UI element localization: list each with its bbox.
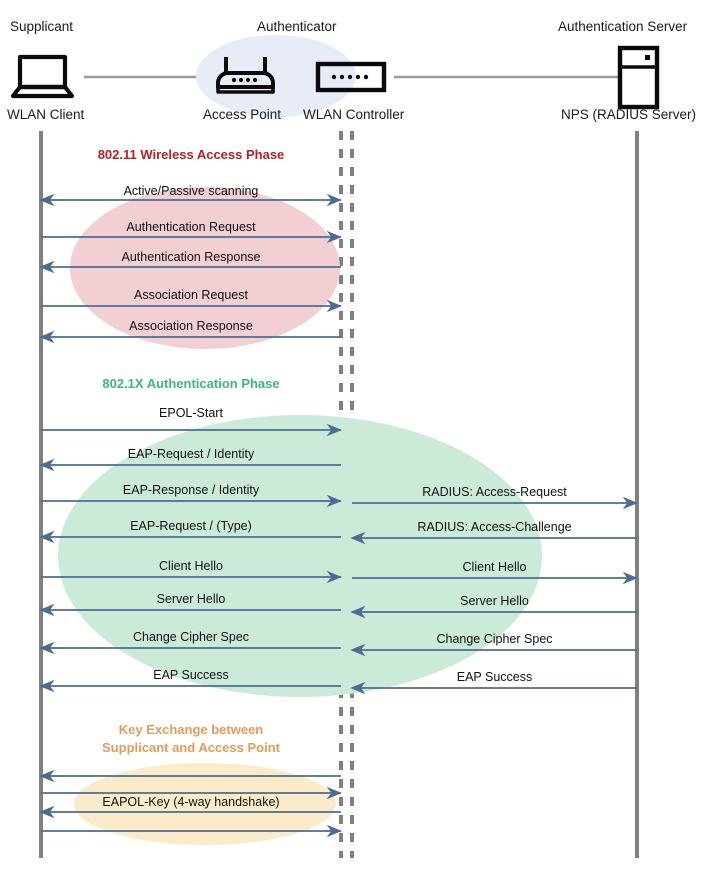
msg-change-cipher-spec-left: Change Cipher Spec [132, 630, 250, 644]
laptop-icon [10, 54, 75, 99]
phase-title-80211: 802.11 Wireless Access Phase [97, 147, 285, 162]
phase-ellipse-keyexchange [74, 763, 336, 845]
access-point-icon [216, 57, 275, 94]
msg-eapol-key-handshake: EAPOL-Key (4-way handshake) [102, 795, 280, 809]
msg-association-response: Association Response [129, 319, 253, 333]
role-title-authentication-server: Authentication Server [558, 19, 688, 34]
server-icon [617, 45, 660, 110]
role-title-supplicant: Supplicant [10, 19, 74, 34]
msg-eap-request-identity: EAP-Request / Identity [127, 447, 255, 461]
arrows-left-channel [39, 193, 342, 838]
authenticator-highlight [196, 35, 356, 117]
node-label-wlan-client: WLAN Client [7, 107, 85, 122]
msg-change-cipher-spec-right: Change Cipher Spec [436, 632, 553, 646]
arrows-right-channel [350, 496, 638, 695]
msg-client-hello-left: Client Hello [159, 559, 223, 573]
node-label-nps-radius-server: NPS (RADIUS Server) [561, 107, 697, 122]
msg-eap-success-left: EAP Success [153, 668, 229, 682]
msg-server-hello-left: Server Hello [156, 592, 226, 606]
phase-title-8021x: 802.1X Authentication Phase [102, 376, 280, 391]
node-label-wlan-controller: WLAN Controller [303, 107, 405, 122]
msg-authentication-request: Authentication Request [126, 220, 256, 234]
phase-ellipse-8021x [58, 415, 542, 697]
msg-association-request: Association Request [134, 288, 248, 302]
msg-server-hello-right: Server Hello [460, 594, 529, 608]
msg-eap-request-type: EAP-Request / (Type) [130, 519, 252, 533]
msg-client-hello-right: Client Hello [462, 560, 527, 574]
wlan-controller-icon [315, 61, 387, 93]
msg-radius-access-challenge: RADIUS: Access-Challenge [417, 520, 572, 534]
role-title-authenticator: Authenticator [257, 19, 337, 34]
phase-title-key-exchange-line-1: Key Exchange between [118, 722, 264, 737]
msg-eap-response-identity: EAP-Response / Identity [122, 483, 260, 497]
msg-active-passive-scanning: Active/Passive scanning [123, 184, 259, 198]
msg-eap-success-right: EAP Success [456, 670, 533, 684]
msg-radius-access-request: RADIUS: Access-Request [422, 485, 567, 499]
phase-ellipse-80211 [70, 187, 340, 349]
msg-authentication-response: Authentication Response [121, 250, 261, 264]
phase-title-key-exchange-line-2: Supplicant and Access Point [102, 740, 280, 755]
node-label-access-point: Access Point [203, 107, 282, 122]
msg-epol-start: EPOL-Start [159, 406, 223, 420]
